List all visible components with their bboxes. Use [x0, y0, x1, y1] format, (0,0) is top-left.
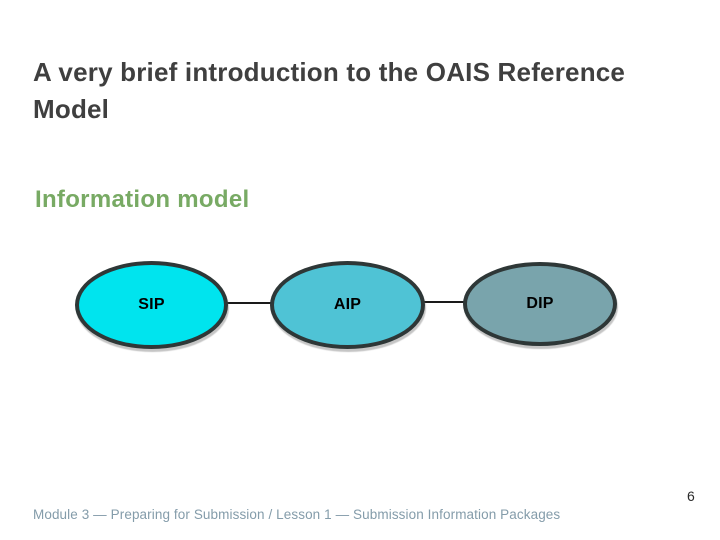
- footer-text: Module 3 — Preparing for Submission / Le…: [33, 507, 561, 522]
- slide-title: A very brief introduction to the OAIS Re…: [33, 57, 626, 124]
- dip-label: DIP: [526, 295, 554, 312]
- aip-ellipse: AIP: [270, 261, 425, 349]
- connector-line-aip-dip: [423, 301, 465, 303]
- connector-line-sip-aip: [226, 302, 272, 304]
- aip-label: AIP: [333, 296, 362, 313]
- section-heading: Information model: [35, 186, 250, 213]
- page-number: 6: [687, 488, 695, 504]
- sip-label: SIP: [138, 296, 165, 313]
- sip-ellipse: SIP: [75, 261, 228, 349]
- dip-ellipse: DIP: [463, 262, 617, 346]
